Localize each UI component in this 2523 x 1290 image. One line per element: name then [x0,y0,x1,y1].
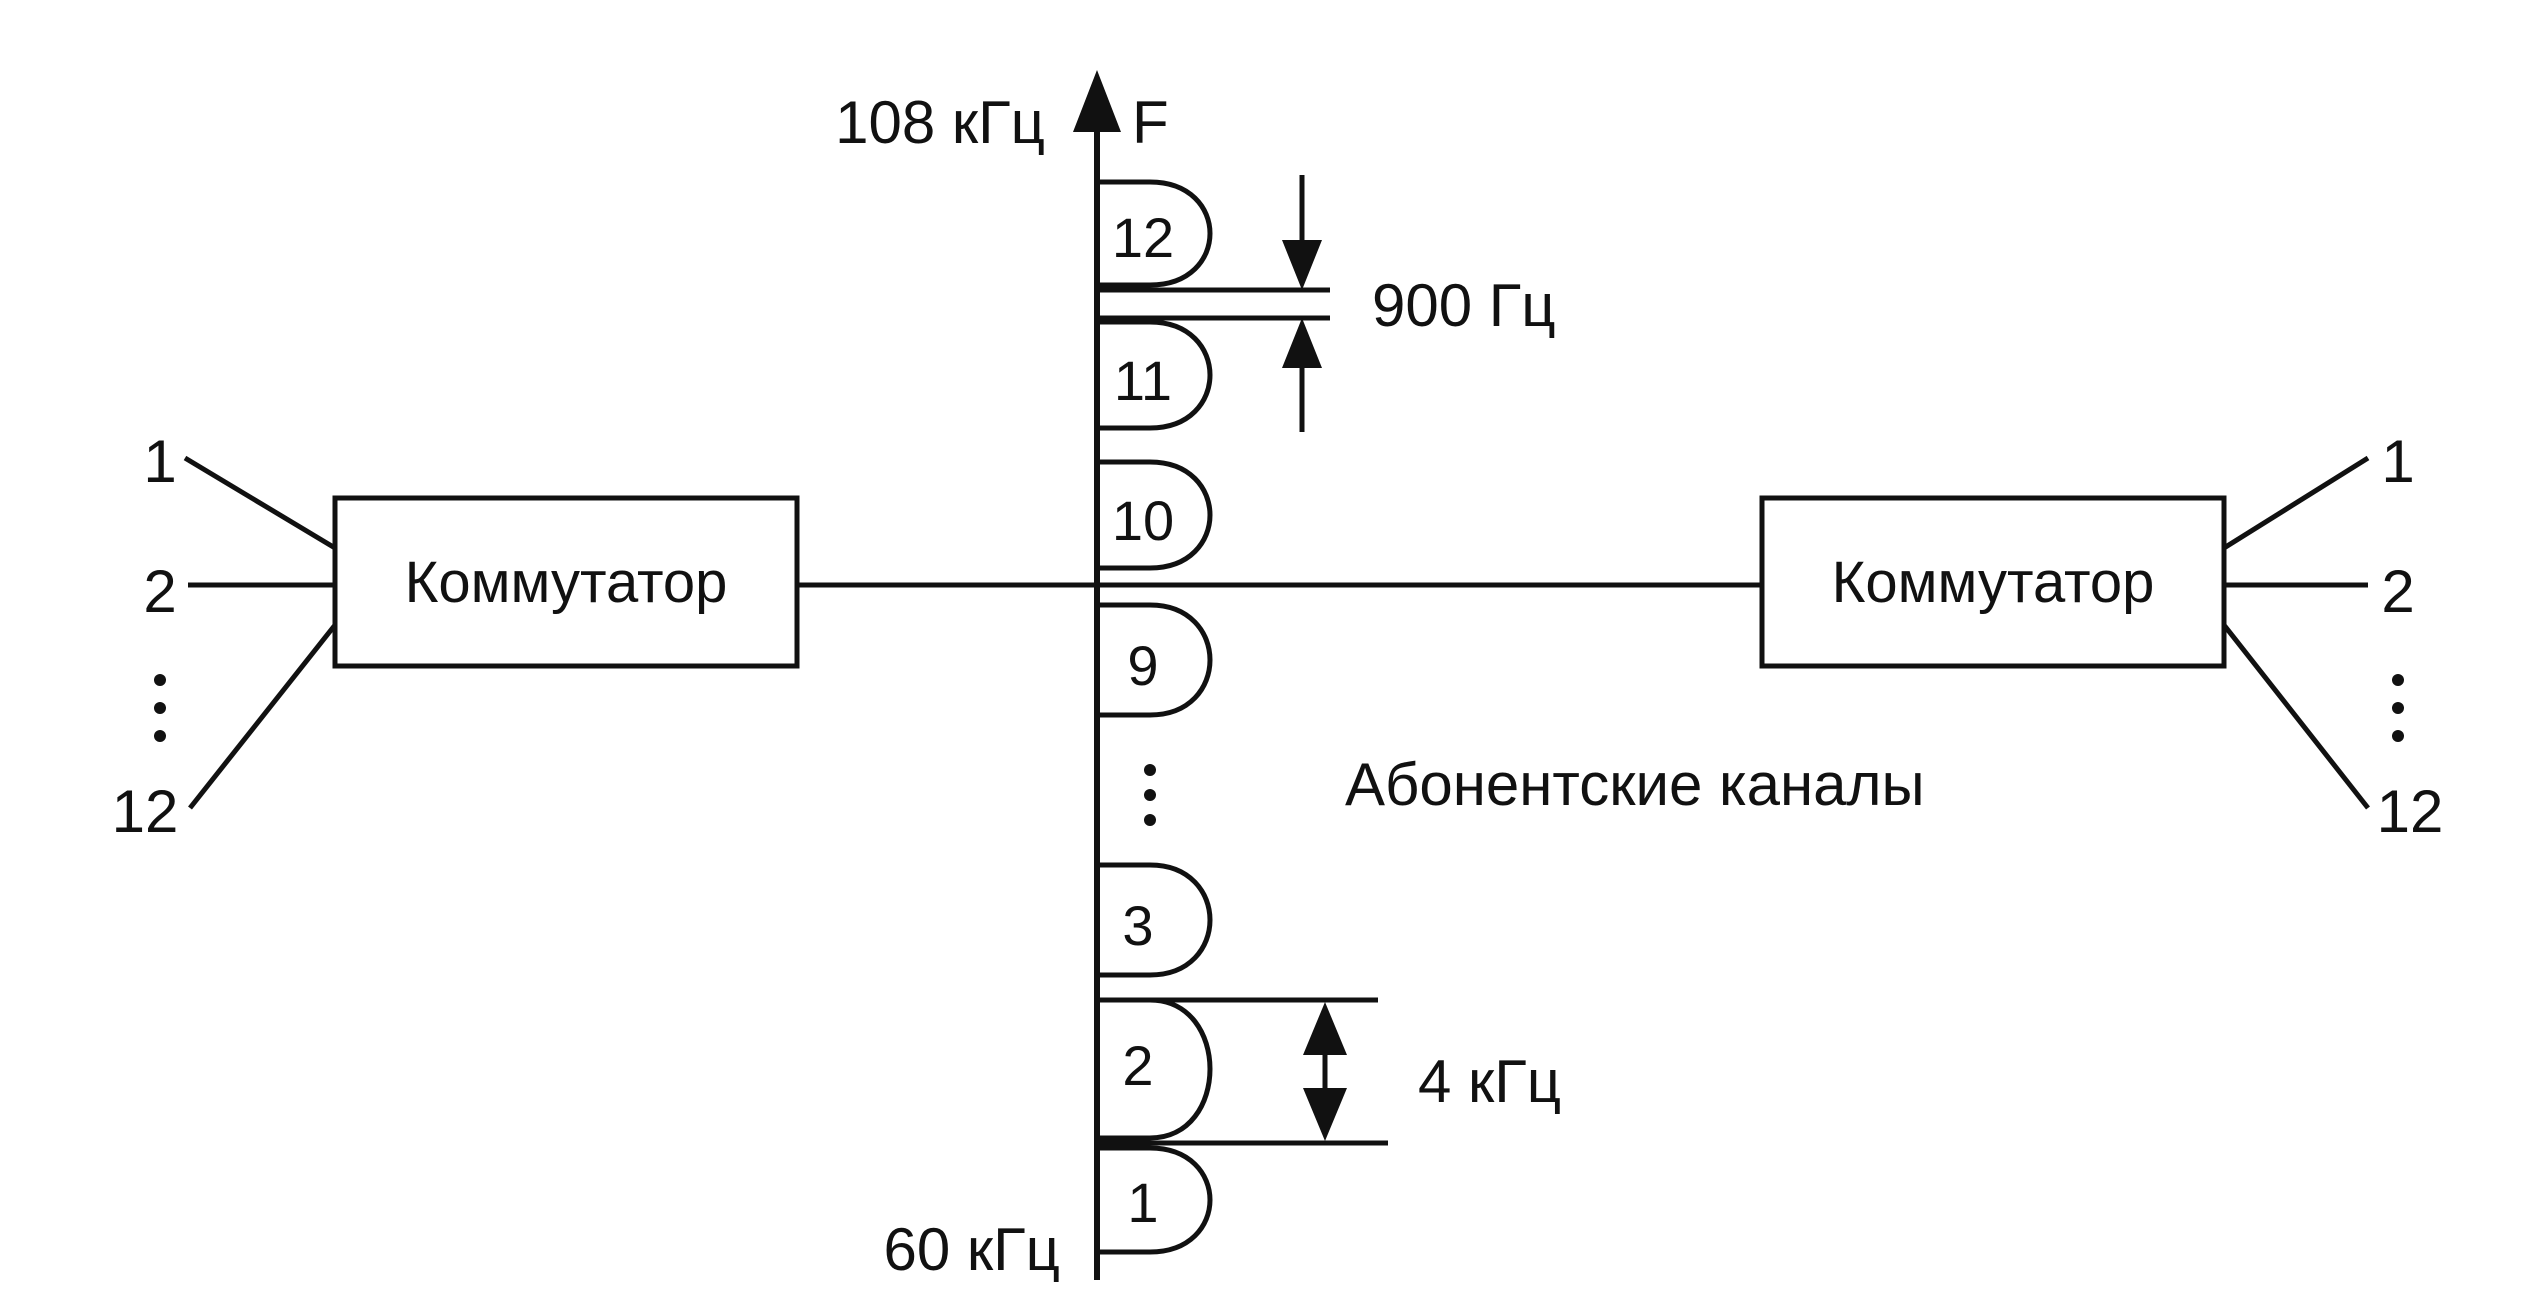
left-switch-box [332,495,800,669]
axis-arrowhead [1073,70,1121,132]
channel-12: 12 [1097,179,1213,288]
axis-bottom-label: 60 кГц [883,1216,1060,1283]
left-switch-label: Коммутатор [405,550,728,615]
right-input-2: 2 [2381,558,2414,625]
axis-top-label: 108 кГц [835,89,1045,156]
channel-bandwidth-dimension: 4 кГц [1097,997,1561,1146]
right-switch-label: Коммутатор [1832,550,2155,615]
right-input-ellipsis [2392,674,2404,742]
channel-10: 10 [1097,459,1213,571]
svg-text:12: 12 [1112,206,1174,269]
svg-text:2: 2 [1122,1034,1153,1097]
left-input-ellipsis [154,674,166,742]
svg-text:10: 10 [1112,489,1174,552]
right-input-12: 12 [2377,778,2444,845]
left-input-2: 2 [143,558,176,625]
svg-text:11: 11 [1114,349,1172,412]
right-switch: Коммутатор 1 2 12 [1759,428,2444,845]
svg-text:9: 9 [1127,634,1158,697]
left-switch: Коммутатор 1 2 12 [112,428,800,845]
right-input-1: 1 [2381,428,2414,495]
guard-gap-dimension: 900 Гц [1097,175,1556,432]
axis-f-label: F [1132,89,1169,156]
channel-2: 2 [1097,997,1213,1141]
svg-text:3: 3 [1122,894,1153,957]
guard-gap-label: 900 Гц [1372,272,1556,339]
channel-11: 11 [1097,319,1213,431]
channel-9: 9 [1097,602,1213,718]
channel-ellipsis [1144,764,1156,826]
channel-3: 3 [1097,862,1213,978]
left-input-1: 1 [143,428,176,495]
right-switch-box [1759,495,2227,669]
svg-text:1: 1 [1127,1171,1158,1234]
channel-1: 1 [1097,1145,1213,1255]
channel-bandwidth-label: 4 кГц [1418,1048,1561,1115]
left-input-12: 12 [112,778,179,845]
subscriber-channels-caption: Абонентские каналы [1345,751,1925,818]
